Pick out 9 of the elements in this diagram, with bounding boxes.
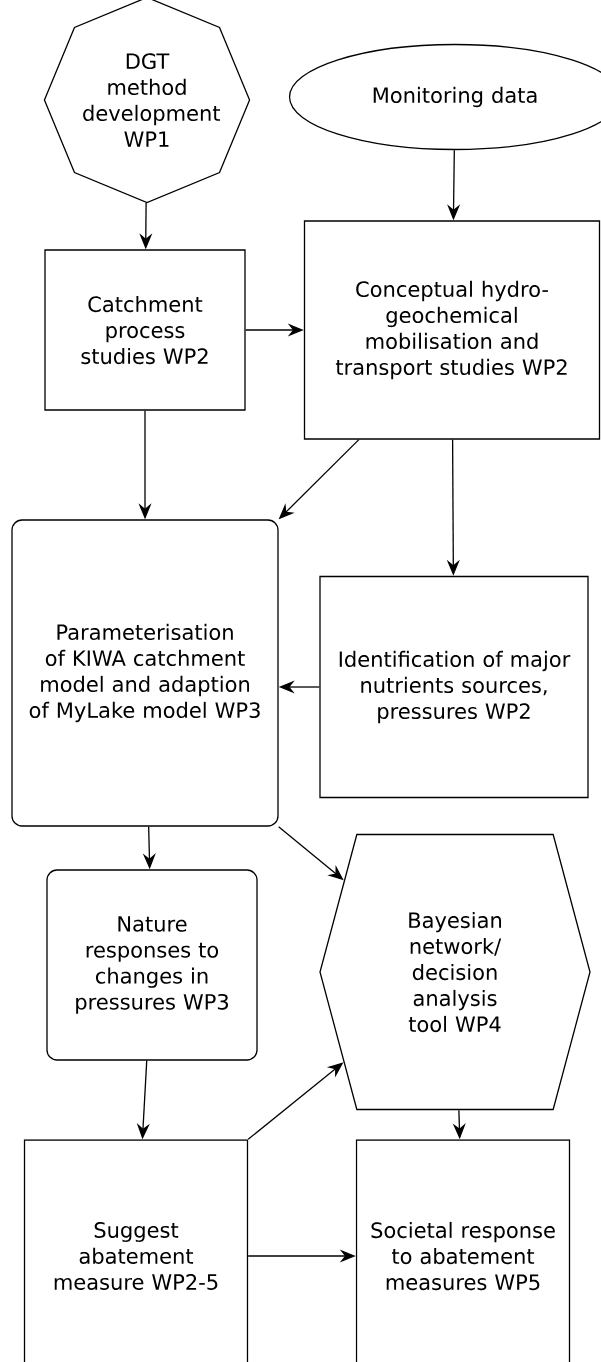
- process-box: Societal response to abatement measures WP5: [355, 1139, 571, 1362]
- process-box: Identification of major nutrients sources, pressures WP2: [319, 575, 589, 799]
- process-box: Conceptual hydro-geochemical mobilisation and transport studies WP2: [303, 220, 601, 440]
- hexagon-node: Bayesian network/ decision analysis tool WP4: [319, 833, 591, 1111]
- process-box: Suggest abatement measure WP2-5: [23, 1139, 249, 1362]
- octagon-node: DGT method development WP1: [43, 0, 251, 204]
- process-box: Nature responses to changes in pressures WP3: [46, 869, 258, 1061]
- process-box: Parameterisation of KIWA catchment model and adaption of MyLake model WP3: [11, 519, 279, 827]
- process-box: Catchment process studies WP2: [44, 249, 246, 411]
